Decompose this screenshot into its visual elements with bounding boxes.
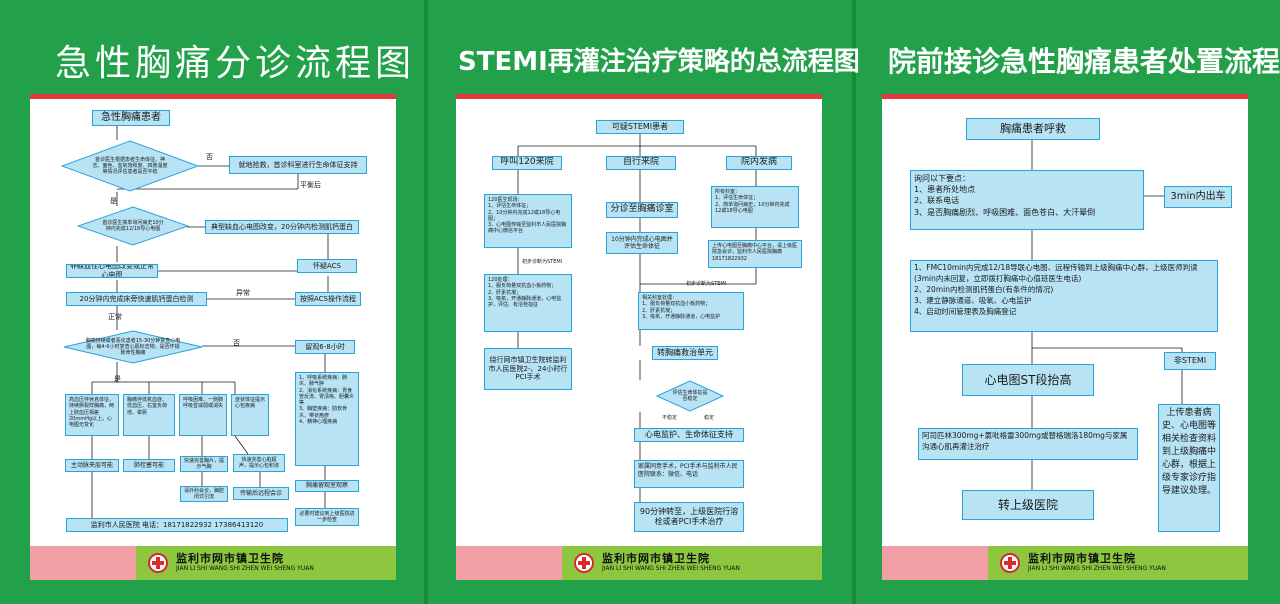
stable-label: 稳定: [704, 415, 715, 421]
footer-pink-block: [456, 546, 562, 580]
decision-text: 首诊医生根据患者生命体征、神志、面色、血氧饱和度、四肢温度等情况评估患者是否平稳: [92, 157, 168, 175]
chest-pain-unit-transfer: 转胸痛救治单元: [652, 346, 718, 360]
antiplatelet-therapy: 阿司匹林300mg+氯吡格雷300mg或替格瑞洛180mg与家属沟通心肌再灌注治…: [918, 428, 1138, 460]
self-arrival: 自行来院: [606, 156, 676, 170]
hospital-pinyin: JIAN LI SHI WANG SHI ZHEN WEI SHENG YUAN: [176, 565, 314, 572]
fmc-steps: 1、FMC10min内完成12/18导联心电图、远程传输到上级胸痛中心群，上级医…: [910, 260, 1218, 332]
upload-medical-history: 上传患者病史、心电图等相关检查资料到上级胸痛中心群，根据上级专家诊疗指导建议处理…: [1158, 404, 1220, 532]
footer-green-block: [988, 546, 1248, 580]
footer-green-block: [136, 546, 396, 580]
sheet-footer: 监利市网市镇卫生院 JIAN LI SHI WANG SHI ZHEN WEI …: [456, 546, 822, 580]
hospital-logo-icon: [574, 553, 594, 573]
family-consent-pci: 家属同意手术，PCI手术与监利市人民医院联系：微信、电话: [634, 460, 744, 488]
pericardial-disease-signs: 症状体征提示心包疾病: [231, 394, 269, 436]
sheet-footer: 监利市网市镇卫生院 JIAN LI SHI WANG SHI ZHEN WEI …: [882, 546, 1248, 580]
department-treatment: 相关科室处理： 1、服负荷量双抗血小板药物； 2、肝素抗凝； 3、吸氧，开通静脉…: [638, 292, 744, 330]
refer-higher-hospital: 必要时建议到上级医院进一步检查: [295, 508, 359, 526]
initial-dx-stemi: 初步诊断为STEMI: [686, 281, 727, 287]
st-elevation-ecg: 心电图ST段抬高: [962, 364, 1094, 396]
pneumothorax-signs: 呼吸困难、一侧肺呼吸音减弱或消失: [179, 394, 227, 436]
decision-text: 评估生命体征是否稳定: [672, 390, 708, 402]
sheet-footer: 监利市网市镇卫生院 JIAN LI SHI WANG SHI ZHEN WEI …: [30, 546, 396, 580]
aortic-dissection-signs: 高血压伴休克体征，持续撕裂样胸痛，两上肢血压相差20mmHg以上，心电图无变化: [65, 394, 119, 436]
non-ischemic-ecg: 非缺血性心电图改变或正常心电图: [66, 264, 158, 278]
echo-pericardial-effusion: 快速完善心脏超声，提示心包积液: [233, 454, 285, 472]
hospital-name: 监利市网市镇卫生院: [602, 552, 710, 565]
aortic-dissection-possible: 主动脉夹层可能: [65, 459, 119, 472]
panel-divider: [852, 0, 856, 604]
abnormal-label: 异常: [236, 289, 250, 297]
hospital-name: 监利市网市镇卫生院: [176, 552, 284, 565]
hospital-name: 监利市网市镇卫生院: [1028, 552, 1136, 565]
decision-vital-signs-stable: 首诊医生根据患者生命体征、神志、面色、血氧饱和度、四肢温度等情况评估患者是否平稳: [61, 140, 199, 192]
normal-label: 正常: [108, 313, 122, 321]
triage-chest-pain-clinic: 分诊至胸痛诊室: [606, 202, 678, 218]
stable-after-label: 平衡后: [300, 181, 321, 189]
accent-bar: [30, 94, 396, 99]
panel-divider: [424, 0, 428, 604]
initial-dx-stemi: 初步诊断为STEMI: [522, 259, 563, 265]
other-diseases-list: 1、呼吸系统疾病：肺炎、肺气肿 2、消化系统疾病：胃食管反流、胃溃疡、胆囊炎等 …: [295, 372, 359, 466]
hospital-pinyin: JIAN LI SHI WANG SHI ZHEN WEI SHENG YUAN: [1028, 565, 1166, 572]
on-site-rescue: 就地抢救，首诊科室进行生命体征支持: [229, 156, 367, 174]
start-patient-calls: 胸痛患者呼救: [966, 118, 1100, 140]
panel-2-sheet: 可疑STEMI患者 呼叫120来院 自行来院 院内发病 120医生现场： 1、评…: [456, 94, 822, 580]
ecg-monitoring-support: 心电监护、生命体征支持: [634, 428, 744, 442]
start-chest-pain-patient: 急性胸痛患者: [92, 110, 170, 126]
transfer-90min-pci: 90分钟转至，上级医院行溶栓或者PCI手术治疗: [634, 502, 744, 532]
pulmonary-embolism-signs: 胸痛伴低氧血症、低血压、右室负荷增、晕厥: [123, 394, 175, 436]
non-stemi: 非STEMI: [1164, 352, 1216, 370]
accent-bar: [882, 94, 1248, 99]
no-label: 否: [206, 153, 213, 161]
decision-text: 胸痛持续或者恶化患者15-30分钟复查心电图，每4-6小时复查心肌标志物，是否怀…: [85, 338, 181, 356]
prehospital-120-assessment: 120医生现场： 1、评估生命体征； 2、10分钟内完成12或18导心电图； 3…: [484, 194, 572, 248]
upload-ecg-consult: 上传心电图至胸痛中心平台，请上级医院急会诊，监利市人民医院胸痛 18171822…: [708, 240, 802, 268]
decision-text: 首诊医生简单询问病史10分钟内完成12/18导心电图: [102, 220, 164, 232]
footer-pink-block: [30, 546, 136, 580]
troponin-20min: 20分钟内完成床旁快速肌钙蛋白检测: [66, 292, 207, 306]
bypass-to-pci: 绕行网市镇卫生院转监利市人民医院2-、24小时行PCI手术: [484, 348, 572, 390]
in-hospital-onset: 院内发病: [726, 156, 792, 170]
no-label: 否: [233, 339, 240, 347]
yes-label: 是: [110, 197, 117, 205]
hospital-contact: 监利市人民医院 电话：18171822932 17386413120: [66, 518, 288, 532]
decision-vital-signs: 评估生命体征是否稳定: [656, 380, 724, 412]
hospital-logo-icon: [1000, 553, 1020, 573]
inquiry-key-points: 询问以下要点： 1、患者所处地点 2、联系电话 3、是否胸痛剧烈、呼吸困难、面色…: [910, 170, 1144, 230]
yes-label: 是: [114, 375, 121, 383]
start-suspected-stemi: 可疑STEMI患者: [596, 120, 684, 134]
suspect-acs: 怀疑ACS: [297, 259, 357, 273]
pulmonary-embolism-possible: 肺栓塞可能: [123, 459, 175, 472]
call-120: 呼叫120来院: [492, 156, 562, 170]
hospital-logo-icon: [148, 553, 168, 573]
remote-consult: 传输后远程会诊: [233, 487, 289, 500]
transfer-higher-hospital: 转上级医院: [962, 490, 1094, 520]
panel-2-title: STEMI再灌注治疗策略的总流程图: [458, 47, 860, 77]
typical-ischemic-ecg: 典型缺血心电图改变，20分钟内检测肌钙蛋白: [205, 220, 359, 234]
panel-1-sheet: 急性胸痛患者 首诊医生根据患者生命体征、神志、面色、血氧饱和度、四肢温度等情况评…: [30, 94, 396, 580]
panel-3-sheet: 胸痛患者呼救 询问以下要点： 1、患者所处地点 2、联系电话 3、是否胸痛剧烈、…: [882, 94, 1248, 580]
decision-fatal-chest-pain: 胸痛持续或者恶化患者15-30分钟复查心电图，每4-6小时复查心肌标志物，是否怀…: [63, 330, 203, 364]
observe-6-8h: 留观6-8小时: [295, 340, 355, 354]
footer-pink-block: [882, 546, 988, 580]
surgery-consult-drainage: 请外科会诊，胸腔闭式引流: [180, 486, 228, 502]
panel-3-title: 院前接诊急性胸痛患者处置流程: [888, 45, 1280, 78]
acs-protocol: 按照ACS操作流程: [295, 292, 361, 306]
all-departments-assessment: 所有科室： 1、评估生命体征； 2、简单询问病史，10分钟内完成12或18导心电…: [711, 186, 799, 228]
decision-ecg-10min: 首诊医生简单询问病史10分钟内完成12/18导心电图: [77, 206, 189, 246]
accent-bar: [456, 94, 822, 99]
observation-room: 胸痛留观室观察: [295, 480, 359, 492]
hospital-pinyin: JIAN LI SHI WANG SHI ZHEN WEI SHENG YUAN: [602, 565, 740, 572]
panel-1-title: 急性胸痛分诊流程图: [55, 43, 416, 84]
footer-green-block: [562, 546, 822, 580]
prehospital-120-treatment: 120处理： 1、服负荷量双抗血小板药物； 2、肝素抗凝； 3、吸氧，开通静脉通…: [484, 274, 572, 332]
dispatch-3min: 3min内出车: [1164, 186, 1232, 208]
unstable-label: 不稳定: [662, 415, 678, 421]
ecg-within-10min: 10分钟内完成心电图并评估生命体征: [606, 232, 678, 254]
chest-xray-pneumothorax: 快速完善胸片，提示气胸: [180, 456, 228, 472]
